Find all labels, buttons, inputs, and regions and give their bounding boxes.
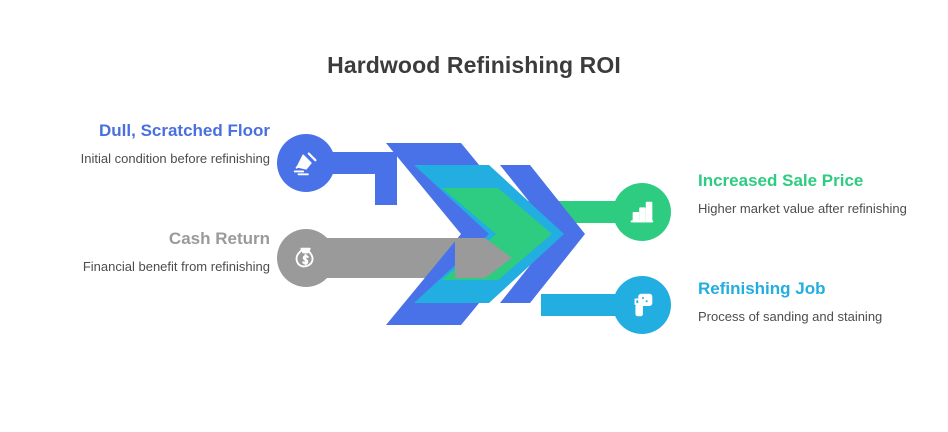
icon-badge-increased-sale-price <box>613 183 671 241</box>
bar-chart-growth-icon <box>627 197 657 227</box>
label-description: Process of sanding and staining <box>698 309 883 324</box>
chevron-middle-cyan <box>414 165 564 303</box>
label-refinishing-job: Refinishing Job Process of sanding and s… <box>698 278 928 326</box>
connector-cash-return-arrowhead <box>455 238 512 278</box>
icon-badge-refinishing-job <box>613 276 671 334</box>
money-bag-icon <box>291 243 321 273</box>
label-description: Financial benefit from refinishing <box>82 259 270 274</box>
label-title: Cash Return <box>168 229 270 248</box>
page-title: Hardwood Refinishing ROI <box>327 52 621 78</box>
broom-sweeping-icon <box>291 148 321 178</box>
label-description: Higher market value after refinishing <box>698 201 907 216</box>
icon-badge-cash-return <box>277 229 335 287</box>
paint-roller-icon <box>627 290 657 320</box>
icon-badge-dull-scratched-floor <box>277 134 335 192</box>
label-title: Increased Sale Price <box>698 171 864 190</box>
label-title: Refinishing Job <box>698 279 826 298</box>
label-description: Initial condition before refinishing <box>80 151 270 166</box>
label-cash-return: Cash Return Financial benefit from refin… <box>20 228 270 276</box>
label-title: Dull, Scratched Floor <box>99 121 270 140</box>
label-dull-scratched-floor: Dull, Scratched Floor Initial condition … <box>20 120 270 168</box>
label-increased-sale-price: Increased Sale Price Higher market value… <box>698 170 928 218</box>
chevron-outer-blue-tip <box>500 165 585 303</box>
